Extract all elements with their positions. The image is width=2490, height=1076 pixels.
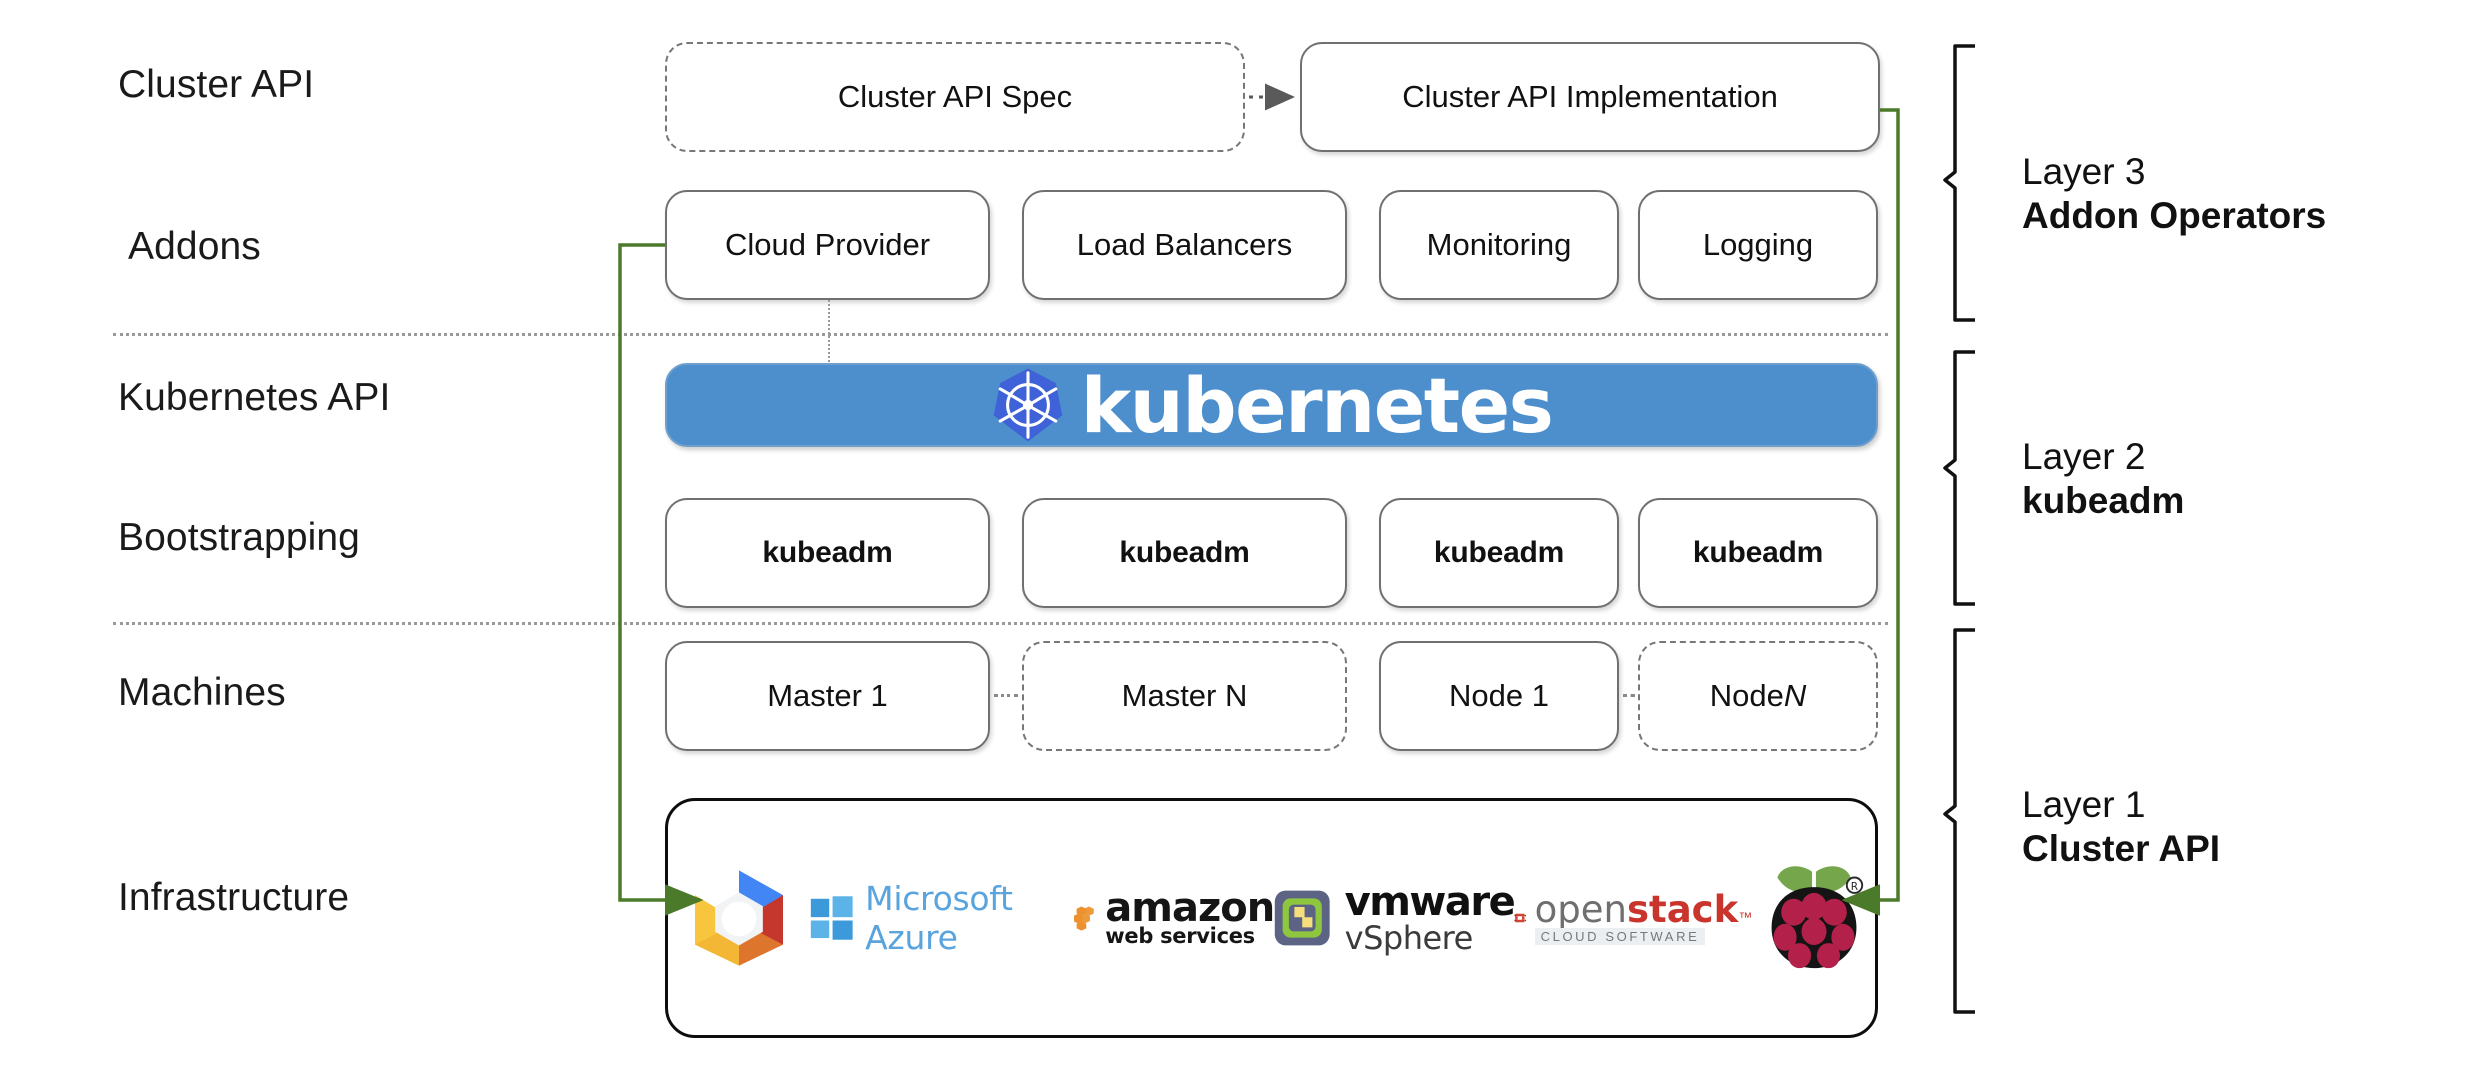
row-label-machines: Machines — [118, 671, 286, 714]
amazon-web-services-logo: amazon web services — [1074, 884, 1275, 949]
openstack-open-label: open — [1534, 888, 1627, 931]
box-addon-load-balancers[interactable]: Load Balancers — [1022, 190, 1347, 300]
box-addon-logging[interactable]: Logging — [1638, 190, 1878, 300]
brace-layer-1 — [1943, 628, 1975, 1014]
vmware-vsphere-logo: vmware vSphere — [1274, 879, 1516, 957]
layer-label-1: Layer 1 Cluster API — [2022, 783, 2220, 870]
box-addon-monitoring[interactable]: Monitoring — [1379, 190, 1619, 300]
kubernetes-helm-logo — [991, 367, 1065, 443]
box-machine-node-1[interactable]: Node 1 — [1379, 641, 1619, 751]
layer-3-number: Layer 3 — [2022, 151, 2146, 192]
amazon-label: amazon — [1105, 884, 1275, 931]
kubernetes-wordmark: kubernetes — [1080, 360, 1554, 450]
row-label-bootstrapping: Bootstrapping — [118, 516, 360, 559]
svg-text:R: R — [1850, 881, 1858, 893]
layer-label-3: Layer 3 Addon Operators — [2022, 150, 2326, 237]
box-kubeadm-2[interactable]: kubeadm — [1022, 498, 1347, 608]
brace-layer-3 — [1943, 44, 1975, 322]
box-kubeadm-4[interactable]: kubeadm — [1638, 498, 1878, 608]
kubernetes-banner[interactable]: kubernetes — [665, 360, 1878, 450]
google-cloud-platform-icon — [668, 866, 810, 970]
row-label-infrastructure: Infrastructure — [118, 876, 350, 919]
box-addon-cloud-provider[interactable]: Cloud Provider — [665, 190, 990, 300]
openstack-tagline: CLOUD SOFTWARE — [1534, 928, 1706, 945]
box-kubeadm-3[interactable]: kubeadm — [1379, 498, 1619, 608]
box-machine-master-n[interactable]: Master N — [1022, 641, 1347, 751]
box-machine-master-1[interactable]: Master 1 — [665, 641, 990, 751]
ellipsis-master — [994, 694, 1018, 697]
ellipsis-node — [1623, 694, 1635, 697]
box-machine-node-n[interactable]: Node N — [1638, 641, 1878, 751]
openstack-stack-label: stack — [1626, 888, 1739, 931]
layer-label-2: Layer 2 kubeadm — [2022, 435, 2184, 522]
vmware-label: vmware — [1344, 879, 1516, 925]
box-machine-node-n-suffix: N — [1783, 678, 1807, 713]
row-label-kubernetes-api: Kubernetes API — [118, 376, 391, 419]
layer-2-name: kubeadm — [2022, 479, 2185, 521]
row-label-addons: Addons — [128, 225, 261, 268]
box-cluster-api-spec[interactable]: Cluster API Spec — [665, 42, 1245, 152]
raspberry-pi-icon: R — [1752, 864, 1875, 972]
brace-layer-2 — [1943, 350, 1975, 606]
layer-3-name: Addon Operators — [2022, 194, 2327, 236]
layer-1-number: Layer 1 — [2022, 784, 2146, 825]
separator-layer3-layer2 — [113, 333, 1888, 336]
connector-cloud-provider-to-kubernetes — [828, 300, 830, 366]
vsphere-label: vSphere — [1344, 919, 1474, 957]
microsoft-azure-label: Microsoft Azure — [865, 879, 1013, 957]
layer-2-number: Layer 2 — [2022, 436, 2146, 477]
web-services-label: web services — [1105, 923, 1255, 948]
box-cluster-api-implementation[interactable]: Cluster API Implementation — [1300, 42, 1880, 152]
separator-layer2-layer1 — [113, 622, 1888, 625]
box-machine-node-n-label: Node — [1709, 678, 1784, 713]
box-infrastructure[interactable]: Microsoft Azure amazon web services — [665, 798, 1878, 1038]
layer-1-name: Cluster API — [2022, 827, 2221, 869]
microsoft-azure-logo: Microsoft Azure — [810, 879, 1075, 957]
row-label-cluster-api: Cluster API — [118, 63, 315, 106]
box-kubeadm-1[interactable]: kubeadm — [665, 498, 990, 608]
